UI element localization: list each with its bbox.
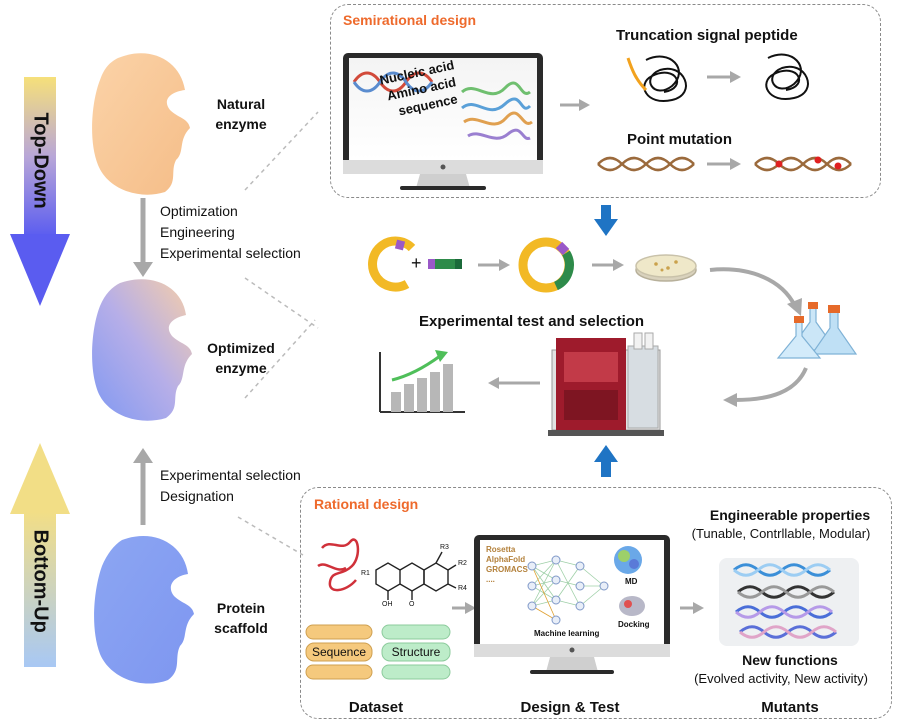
top-down-label: Top-Down [29,112,52,209]
optimized-enzyme-shape [92,279,192,421]
docking-label: Docking [618,620,650,629]
results-chart-icon [379,350,465,413]
mol-label-r4: R4 [458,585,467,592]
top-methods-list: Optimization Engineering Experimental se… [160,203,301,261]
engineerable-subtitle: (Tunable, Contrllable, Modular) [691,526,871,541]
engineerable-title: Engineerable properties [709,507,871,523]
dataset-molecule [375,551,457,600]
flasks [776,302,858,359]
experimental-title: Experimental test and selection [419,313,645,330]
rational-panel [300,487,892,719]
bottom-up-label: Bottom-Up [29,529,52,633]
new-functions-title: New functions [742,652,838,668]
plasmid-recombinant [518,237,574,293]
mutant-helices [733,563,837,639]
mutation-site [834,162,842,170]
semirational-panel [330,4,881,198]
md-label: MD [625,577,638,586]
mutation-site [775,160,783,168]
mutants-label: Mutants [761,699,819,716]
mol-label-r2: R2 [458,560,467,567]
mutants-box [719,558,859,646]
natural-enzyme-shape [92,53,190,195]
top-down-arrow [10,77,70,306]
helix-after [754,156,852,172]
dataset-protein-structure [317,538,360,592]
mol-label-o: O [409,601,415,608]
tools-list: Rosetta AlphaFold GROMACS .... [486,545,528,584]
sequence-database [305,624,373,680]
design-test-label: Design & Test [520,699,620,716]
bottom-methods-list: Experimental selection Designation [160,467,301,504]
petri-dish [635,254,697,282]
mol-label-r1: R1 [361,570,370,577]
rational-title: Rational design [314,496,419,512]
plasmid-open [368,236,416,292]
mol-label-r3: R3 [440,544,449,551]
blue-arrow-down [594,205,618,236]
mol-label-oh: OH [382,601,393,608]
mutation-site [814,156,822,164]
optimized-enzyme-label: Optimized enzyme [207,340,275,376]
screening-instrument [548,332,664,436]
machine-learning-label: Machine learning [534,629,600,638]
natural-enzyme-label: Natural enzyme [215,96,267,132]
truncation-label: Truncation signal peptide [616,27,798,44]
blue-arrow-up [594,445,618,477]
design-monitor [474,535,670,674]
plus-sign: + [411,253,422,273]
protein-scaffold-label: Protein scaffold [214,600,268,636]
new-functions-subtitle: (Evolved activity, New activity) [694,671,868,686]
protein-scaffold-shape [94,535,194,684]
helix-before [597,156,695,172]
sequence-label: Sequence [311,645,367,659]
gene-insert [428,259,462,269]
point-mutation-label: Point mutation [627,131,732,148]
truncation-protein-after [765,53,809,101]
dataset-label: Dataset [348,699,404,716]
semirational-title: Semirational design [343,12,477,28]
structure-database [381,624,451,680]
structure-label: Structure [391,645,441,659]
bottom-up-arrow [10,443,70,667]
truncation-protein-before [643,55,687,103]
semirational-monitor [343,53,543,190]
